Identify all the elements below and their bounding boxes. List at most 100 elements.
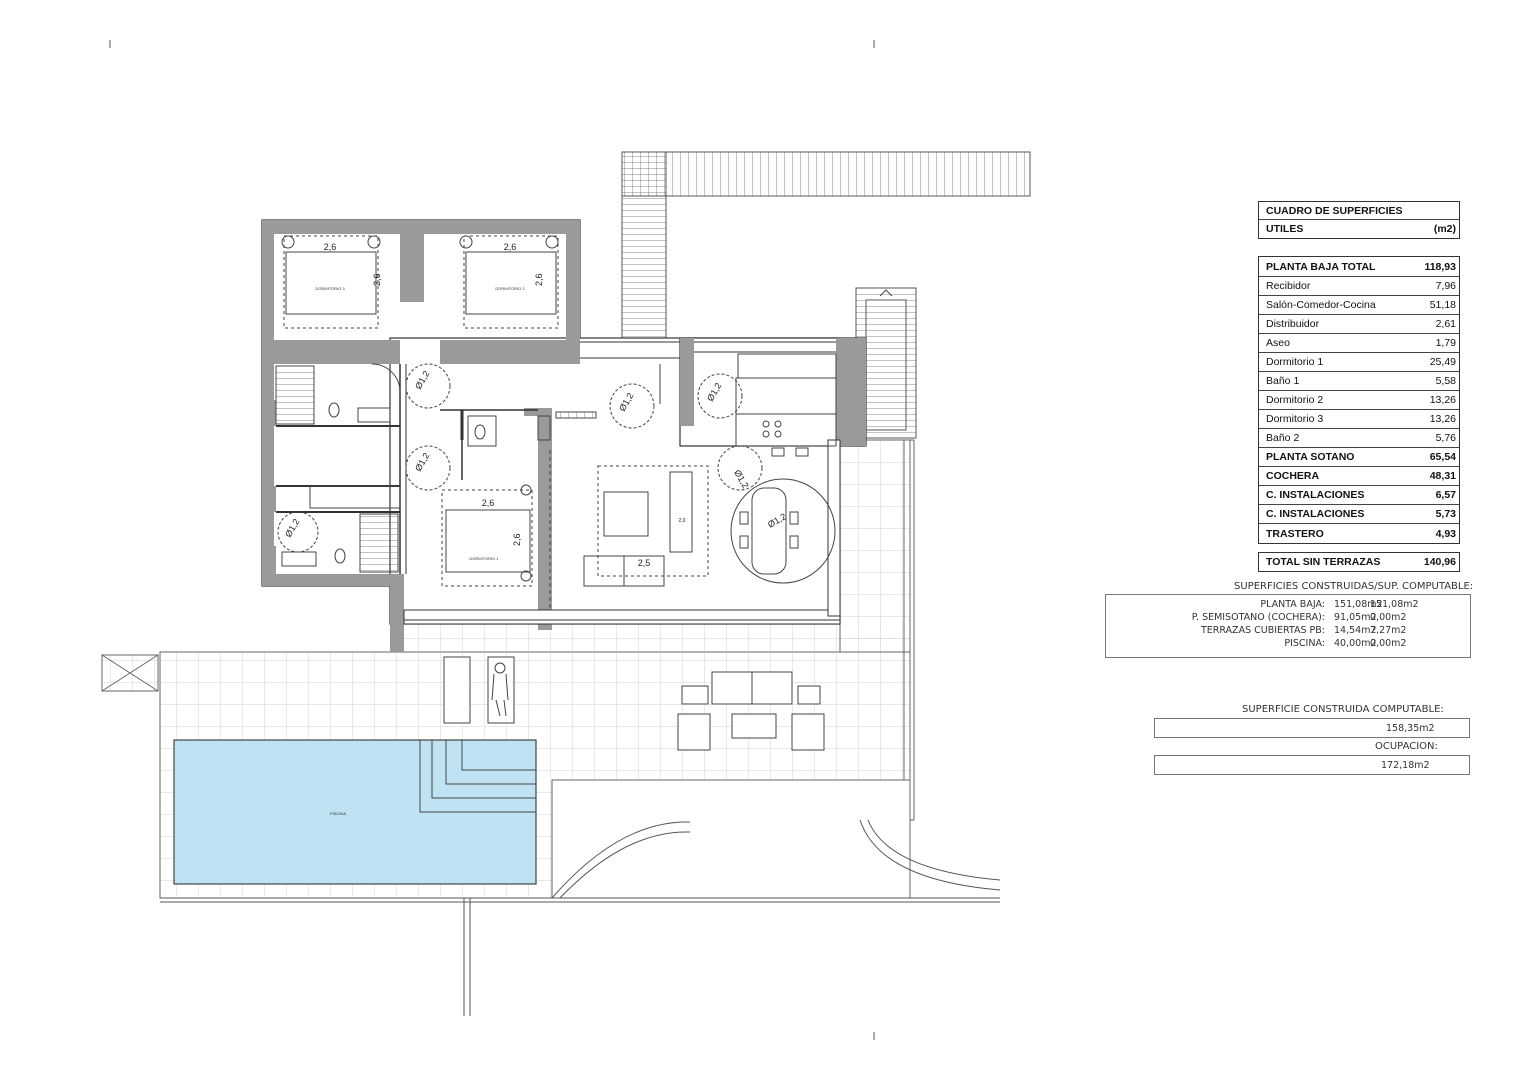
area-label: Salón-Comedor-Cocina [1266,299,1376,311]
computable-box: 158,35m2 [1154,718,1470,738]
area-label: TRASTERO [1266,527,1324,540]
area-label: Distribuidor [1266,318,1320,330]
area-row: PLANTA SOTANO 65,54 [1259,448,1459,467]
construidas-computable: 7,27m2 [1370,625,1407,636]
bedroom-3: DORMITORIO 3 [281,235,381,329]
outdoor-dining-set [677,671,825,751]
construidas-label: TERRAZAS CUBIERTAS PB: [1200,625,1325,636]
area-label: Dormitorio 2 [1266,394,1324,406]
bathroom-2 [275,363,401,425]
area-row: C. INSTALACIONES 6,57 [1259,486,1459,505]
sun-loungers [443,656,515,724]
area-label: PLANTA BAJA TOTAL [1266,260,1376,273]
area-row: Salón-Comedor-Cocina 51,18 [1259,296,1459,315]
dim-dorm1-width: 2,6 [482,498,495,508]
construidas-built: 91,05m2 [1334,612,1377,623]
area-value: 118,93 [1424,260,1456,273]
construidas-heading: SUPERFICIES CONSTRUIDAS/SUP. COMPUTABLE: [1234,581,1474,592]
area-value: 13,26 [1429,394,1456,406]
computable-heading: SUPERFICIE CONSTRUIDA COMPUTABLE: [1242,704,1444,715]
area-label: C. INSTALACIONES [1266,489,1365,501]
area-label: Dormitorio 1 [1266,356,1324,368]
living-room [549,450,836,610]
construidas-built: 151,08m2 [1334,599,1383,610]
dim-sofa-small: 2,0 [679,518,686,524]
area-row: Aseo 1,79 [1259,334,1459,353]
ocupacion-box: 172,18m2 [1154,755,1470,775]
closet [309,485,401,509]
dim-dorm2-width: 2,6 [504,242,517,252]
cuadro-sub-unit: (m2) [1433,223,1456,235]
svg-text:DORMITORIO 3: DORMITORIO 3 [315,286,345,291]
construidas-label: P. SEMISOTANO (COCHERA): [1191,612,1325,623]
area-label: Baño 2 [1266,432,1300,444]
aseo [467,415,551,447]
cuadro-sub-row: UTILES (m2) [1259,220,1459,238]
computable-value: 158,35m2 [1386,723,1435,734]
area-row: Baño 2 5,76 [1259,429,1459,448]
construidas-label: PLANTA BAJA: [1260,599,1325,610]
svg-text:DORMITORIO 2: DORMITORIO 2 [495,286,525,291]
area-row: PLANTA BAJA TOTAL 118,93 [1259,257,1459,277]
area-value: 6,57 [1435,489,1456,501]
area-label: Aseo [1266,337,1290,349]
construidas-computable: 0,00m2 [1370,612,1407,623]
dim-dorm3-height: 2,6 [372,273,382,286]
recibidor-marks [555,364,661,419]
area-row: TRASTERO 4,93 [1259,524,1459,543]
construidas-built: 40,00m2 [1334,638,1377,649]
area-value: 4,93 [1435,527,1456,540]
bedroom-2: DORMITORIO 2 [459,235,559,329]
area-value: 5,58 [1435,375,1456,387]
area-row: COCHERA 48,31 [1259,467,1459,486]
total-row: TOTAL SIN TERRAZAS 140,96 [1259,553,1459,571]
swimming-pool: PISCINA [173,739,537,885]
construidas-label: PISCINA: [1284,638,1325,649]
cuadro-title: CUADRO DE SUPERFICIES [1266,204,1403,217]
construidas-computable: 151,08m2 [1370,599,1419,610]
cuadro-total: TOTAL SIN TERRAZAS 140,96 [1258,552,1460,572]
ocupacion-value: 172,18m2 [1381,760,1430,771]
area-value: 5,73 [1435,508,1456,520]
turning-circles [277,363,763,553]
area-value: 5,76 [1435,432,1456,444]
cuadro-superficies-header: CUADRO DE SUPERFICIES UTILES (m2) [1258,201,1460,239]
area-value: 48,31 [1429,470,1456,482]
area-row: Distribuidor 2,61 [1259,315,1459,334]
area-row: Recibidor 7,96 [1259,277,1459,296]
area-label: PLANTA SOTANO [1266,451,1355,463]
dim-sofa-width: 2,5 [638,558,651,568]
bedroom-1: DORMITORIO 1 [441,484,533,587]
construidas-computable: 0,00m2 [1370,638,1407,649]
area-label: C. INSTALACIONES [1266,508,1365,520]
dim-dorm3-width: 2,6 [324,242,337,252]
area-value: 1,79 [1435,337,1456,349]
floor-plan-drawing: PISCINA [101,40,1031,1040]
svg-text:PISCINA: PISCINA [330,811,346,816]
area-label: Recibidor [1266,280,1311,292]
house-building [261,219,867,652]
area-row: Dormitorio 3 13,26 [1259,410,1459,429]
area-value: 25,49 [1429,356,1456,368]
area-label: Baño 1 [1266,375,1300,387]
cuadro-title-row: CUADRO DE SUPERFICIES [1259,202,1459,220]
area-row: C. INSTALACIONES 5,73 [1259,505,1459,524]
area-label: Dormitorio 3 [1266,413,1324,425]
total-value: 140,96 [1423,556,1456,568]
construidas-built: 14,54m2 [1334,625,1377,636]
area-value: 65,54 [1429,451,1456,463]
dim-dorm1-height: 2,6 [512,533,522,546]
area-value: 51,18 [1429,299,1456,311]
area-value: 2,61 [1435,318,1456,330]
area-label: COCHERA [1266,470,1320,482]
kitchen [735,353,837,457]
area-row: Baño 1 5,58 [1259,372,1459,391]
top-stair-ramp [621,151,1031,343]
area-row: Dormitorio 1 25,49 [1259,353,1459,372]
area-value: 13,26 [1429,413,1456,425]
total-label: TOTAL SIN TERRAZAS [1266,556,1381,568]
area-value: 7,96 [1435,280,1456,292]
area-row: Dormitorio 2 13,26 [1259,391,1459,410]
